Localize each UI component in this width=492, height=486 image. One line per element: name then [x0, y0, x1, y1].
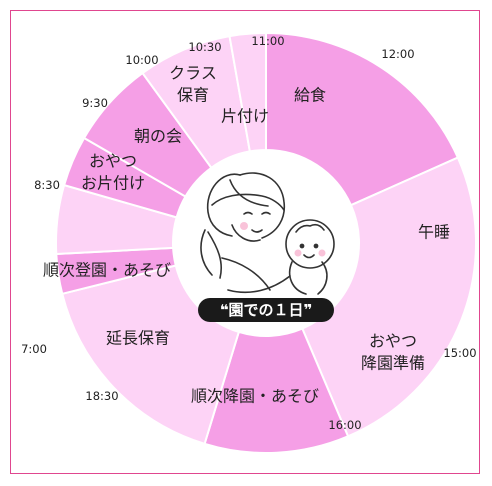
mother-and-baby-illustration — [198, 168, 338, 308]
time-label: 10:00 — [125, 53, 158, 67]
segment-junji-koen — [61, 264, 241, 446]
time-label: 8:30 — [34, 178, 60, 192]
segment-label-katazuke: 片付け — [221, 107, 269, 126]
time-label: 12:00 — [381, 47, 414, 61]
time-label: 9:30 — [82, 96, 108, 110]
segment-label-gosui: 午睡 — [418, 223, 450, 242]
time-label: 15:00 — [443, 346, 476, 360]
segment-gosui — [301, 156, 477, 438]
segment-label-junji-koen: 順次降園・あそび — [191, 387, 319, 406]
time-label: 18:30 — [85, 389, 118, 403]
time-label: 16:00 — [328, 418, 361, 432]
time-label: 7:00 — [21, 342, 47, 356]
center-title-banner: ❝園での１日❞ — [198, 298, 334, 322]
segment-label-oyatsu-koen: おやつ降園準備 — [361, 332, 425, 373]
center-title: ❝園での１日❞ — [220, 301, 313, 319]
segment-katazuke — [228, 31, 267, 153]
segment-label-encho-hoiku: 延長保育 — [106, 329, 170, 348]
segment-label-oyatsu-katazuke: おやつお片付け — [81, 152, 145, 193]
segment-label-junji-toen: 順次登園・あそび — [43, 261, 171, 280]
page-frame — [10, 10, 480, 474]
time-label: 11:00 — [251, 34, 284, 48]
time-label: 10:30 — [188, 40, 221, 54]
segment-kyushoku — [265, 31, 460, 207]
segment-label-asa-no-kai: 朝の会 — [134, 127, 182, 146]
segment-label-kyushoku: 給食 — [294, 86, 326, 105]
segment-label-class-hoiku: クラス保育 — [169, 64, 217, 105]
